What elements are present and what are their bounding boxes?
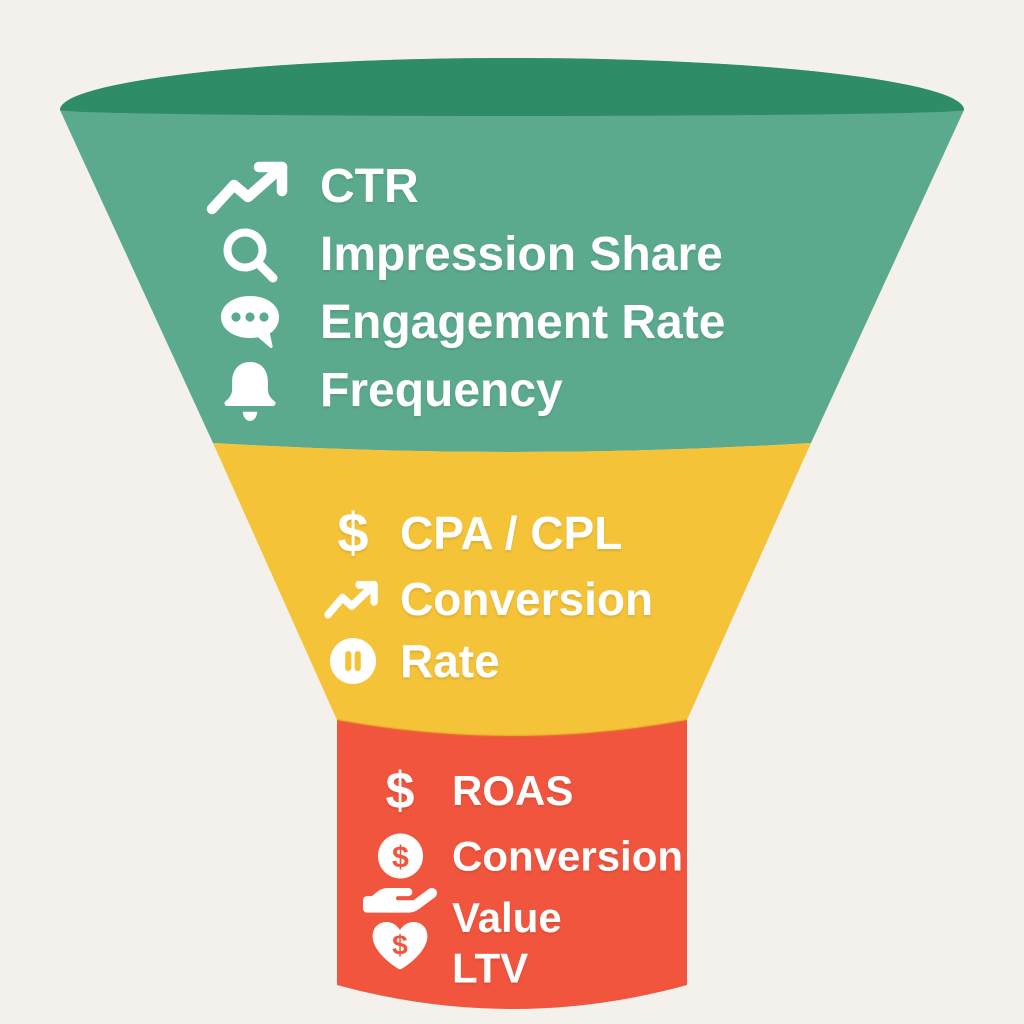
metric-row: $ ROAS bbox=[362, 762, 574, 820]
funnel-opening-ellipse bbox=[60, 58, 964, 116]
metric-label: Conversion bbox=[452, 832, 684, 879]
svg-text:$: $ bbox=[392, 929, 408, 960]
dollar-icon: $ bbox=[337, 501, 369, 564]
metric-row: $ LTV bbox=[362, 921, 529, 996]
metric-label: CTR bbox=[320, 160, 419, 213]
metric-label: Frequency bbox=[320, 364, 563, 417]
pause-circle-icon bbox=[322, 637, 384, 685]
coin-dollar-icon: $ bbox=[362, 833, 438, 880]
metric-row: Engagement Rate bbox=[198, 293, 725, 353]
metric-row: Impression Share bbox=[198, 224, 723, 286]
metric-label: Conversion bbox=[400, 573, 654, 625]
metric-label: LTV bbox=[452, 944, 529, 991]
search-icon bbox=[198, 224, 302, 286]
hand-holding-icon bbox=[362, 876, 438, 913]
heart-dollar-icon: $ bbox=[362, 917, 438, 972]
metric-row: Rate bbox=[322, 637, 500, 685]
metric-label: ROAS bbox=[452, 767, 574, 814]
metric-row: Frequency bbox=[198, 359, 563, 423]
metric-label: Engagement Rate bbox=[320, 296, 726, 349]
metric-row: Value bbox=[362, 887, 562, 941]
metric-label: CPA / CPL bbox=[400, 507, 623, 559]
metric-label: Value bbox=[452, 894, 562, 941]
svg-text:$: $ bbox=[392, 841, 409, 874]
stage-seam-shadow bbox=[336, 718, 688, 738]
metric-label: Rate bbox=[400, 635, 500, 687]
trending-up-icon bbox=[198, 156, 302, 218]
trending-up-icon bbox=[322, 577, 384, 621]
metric-row: CTR bbox=[198, 156, 419, 218]
bell-icon bbox=[198, 359, 302, 423]
funnel-top-stage-shape bbox=[60, 58, 964, 452]
chat-bubble-icon bbox=[198, 293, 302, 353]
metric-row: $ CPA / CPL bbox=[322, 505, 622, 561]
metric-label: Impression Share bbox=[320, 228, 723, 281]
dollar-icon: $ bbox=[385, 762, 415, 820]
metric-row: $ Conversion bbox=[362, 833, 683, 880]
metric-row: Conversion bbox=[322, 576, 653, 622]
